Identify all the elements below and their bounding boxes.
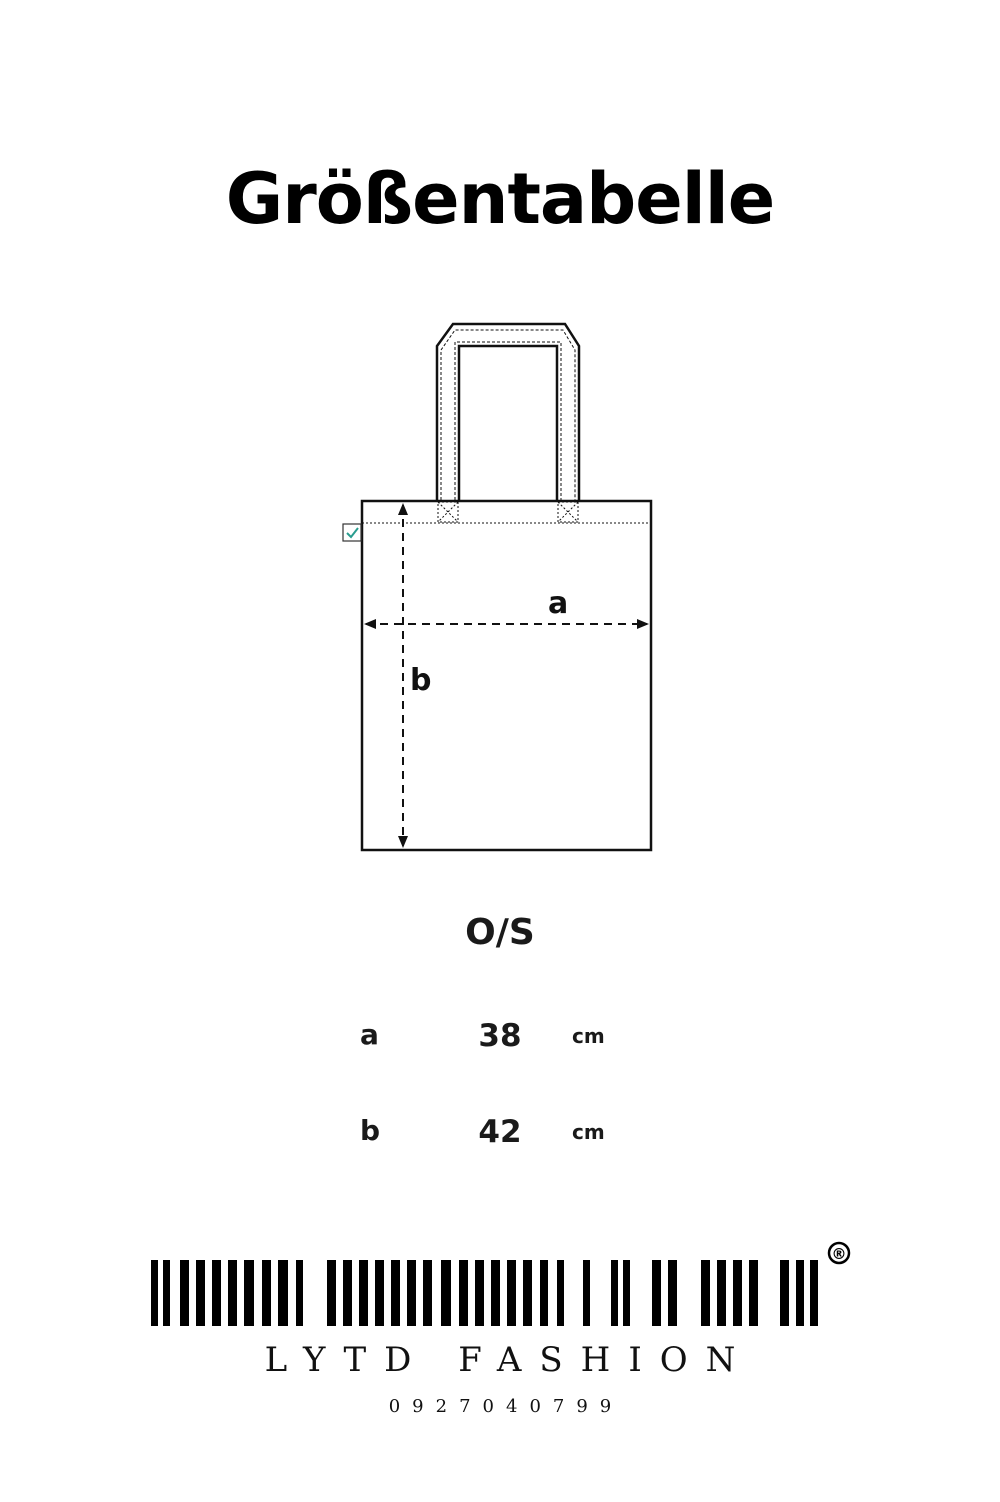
barcode-bar (780, 1260, 789, 1326)
size-heading: O/S (465, 912, 535, 953)
registered-mark-icon (827, 1241, 851, 1265)
barcode-bar (507, 1260, 516, 1326)
brand-phone: 0927040799 (388, 1396, 624, 1417)
size-row-unit: cm (572, 1024, 605, 1048)
barcode-bar (611, 1260, 618, 1326)
barcode-bar (375, 1260, 384, 1326)
tote-bag-diagram: a b (342, 322, 653, 852)
dimension-b-label: b (410, 663, 431, 698)
size-row-unit: cm (572, 1120, 605, 1144)
barcode-bar (491, 1260, 500, 1326)
barcode-bar (296, 1260, 303, 1326)
bag-body (360, 499, 653, 852)
barcode-bar (583, 1260, 590, 1326)
barcode-bar (244, 1260, 254, 1326)
barcode-bar (749, 1260, 758, 1326)
page-title: Größentabelle (225, 158, 775, 240)
barcode-bar (623, 1260, 630, 1326)
barcode-bar (423, 1260, 432, 1326)
label-tag-icon (342, 523, 362, 542)
bag-handle (435, 322, 581, 523)
barcode-logo: ® (151, 1241, 851, 1326)
size-row-key: b (360, 1114, 381, 1147)
barcode-bar (180, 1260, 189, 1326)
barcode-bar (228, 1260, 237, 1326)
barcode-bar (196, 1260, 205, 1326)
registered-mark: ® (832, 1245, 847, 1263)
dimension-a-label: a (548, 586, 568, 621)
barcode-bar (540, 1260, 548, 1326)
barcode-icon (151, 1260, 818, 1326)
barcode-bar (212, 1260, 221, 1326)
size-row-value: 38 (478, 1018, 522, 1054)
barcode-bar (441, 1260, 451, 1326)
barcode-bar (407, 1260, 416, 1326)
barcode-bar (343, 1260, 352, 1326)
barcode-bar (668, 1260, 677, 1326)
barcode-bar (391, 1260, 400, 1326)
barcode-bar (278, 1260, 288, 1326)
barcode-bar (475, 1260, 484, 1326)
size-row-a: a 38 cm (0, 1018, 1000, 1068)
barcode-bar (523, 1260, 532, 1326)
size-row-b: b 42 cm (0, 1114, 1000, 1164)
barcode-bar (810, 1260, 818, 1326)
barcode-bar (796, 1260, 804, 1326)
barcode-bar (557, 1260, 564, 1326)
barcode-bar (262, 1260, 271, 1326)
barcode-bar (701, 1260, 710, 1326)
barcode-bar (733, 1260, 742, 1326)
barcode-bar (327, 1260, 336, 1326)
size-row-value: 42 (478, 1114, 522, 1150)
barcode-bar (717, 1260, 726, 1326)
barcode-bar (459, 1260, 468, 1326)
barcode-bar (652, 1260, 661, 1326)
brand-name: LYTD FASHION (264, 1340, 754, 1380)
barcode-bar (359, 1260, 368, 1326)
barcode-bar (151, 1260, 158, 1326)
barcode-bar (163, 1260, 170, 1326)
size-row-key: a (360, 1018, 379, 1051)
